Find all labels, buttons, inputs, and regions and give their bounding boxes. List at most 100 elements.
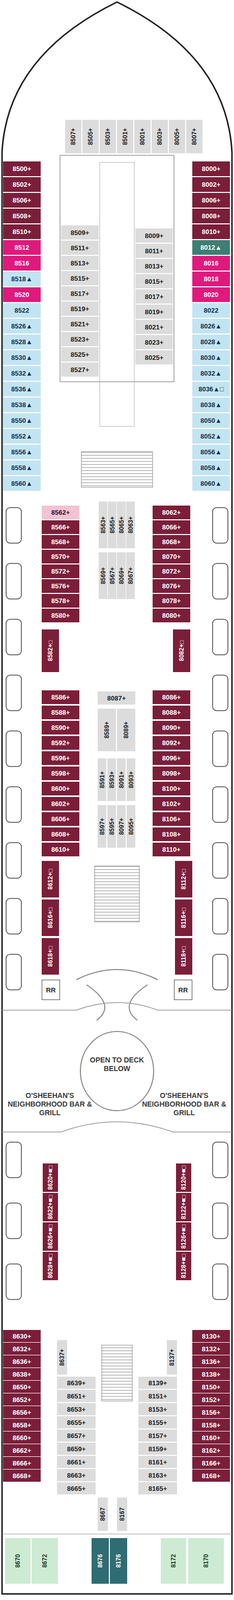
cabin-number: 8068+ (162, 539, 182, 547)
cabin-box: 8100+ (152, 783, 191, 798)
cabin-box: 8523+ (61, 332, 99, 347)
cabin-box: 8163+ (138, 1472, 178, 1485)
cabin-number: 8608+ (51, 832, 71, 840)
cabin-box: 8588+ (41, 707, 80, 721)
cabin-number: 8558▲ (11, 465, 33, 473)
cabin-box: 8176 (109, 1541, 128, 1588)
cabin-number: 8003+ (156, 128, 163, 146)
cabin-box: 8576+ (41, 580, 80, 595)
cabin-box: 8515+ (61, 271, 99, 286)
cabin-box: 8089+ (117, 710, 136, 753)
cabin-number: 8013+ (144, 263, 164, 271)
cabin-number: 8562+ (51, 510, 71, 517)
cabin-number: 8612+□ (47, 870, 54, 892)
cabin-number: 8590+ (51, 725, 71, 733)
cabin-number: 8100+ (162, 786, 182, 794)
cabin-box: 8637+ (56, 1342, 68, 1378)
cabin-box: 8582+□ (41, 630, 60, 674)
cabin-box: 8509+ (61, 225, 99, 241)
cabin-box: 8626+■□ (42, 1224, 58, 1254)
cabin-number: 8137+ (168, 1351, 175, 1369)
cabin-number: 8091+ (118, 772, 125, 791)
cabin-box: 8108+ (152, 829, 191, 843)
cabin-number: 8660+ (12, 1437, 32, 1445)
cabin-number: 8161+ (148, 1461, 168, 1469)
cabin-box: 8562+ (41, 506, 80, 521)
cabin-box: 8558▲ (3, 461, 41, 477)
window (6, 620, 22, 657)
cabin-box: 8038▲ (192, 398, 230, 414)
cabin-number: 8632+ (12, 1348, 32, 1356)
cabin-box: 8505+ (82, 120, 99, 154)
cabin-box: 8106+ (152, 813, 191, 828)
cabin-box: 8522 (3, 303, 41, 319)
cabin-number: 8620+■□ (47, 1167, 54, 1193)
side-windows (6, 508, 228, 1303)
cabin-number: 8159+ (148, 1448, 168, 1456)
cabin-number: 8153+ (148, 1409, 168, 1416)
cabin-box: 8118+□ (174, 940, 193, 977)
cabin-number: 8658+ (12, 1424, 32, 1432)
cabin-box: 8167 (117, 1500, 128, 1535)
cabin-number: 8538▲ (11, 402, 33, 409)
cabin-box: 8667 (97, 1500, 108, 1535)
cabin-box: 8036▲□ (192, 382, 230, 398)
cabin-box: 8596+ (41, 752, 80, 767)
cabin-box: 8013+ (135, 259, 173, 274)
window (212, 620, 228, 657)
cabin-box: 8618+□ (41, 940, 60, 977)
cabin-number: 8007+ (191, 128, 198, 146)
cabin-number: 8009+ (144, 232, 164, 240)
cabin-number: 8606+ (51, 817, 71, 825)
cabin-number: 8028▲ (200, 339, 222, 346)
window (6, 1205, 22, 1242)
cabin-box: 8612+□ (41, 862, 60, 900)
cabin-number: 8097+ (118, 819, 125, 837)
cabin-box: 8632+ (3, 1345, 41, 1358)
restroom-box: RR (173, 981, 193, 1003)
cabin-box: 8500+ (3, 161, 41, 177)
cabin-number: 8108+ (162, 832, 182, 840)
cabin-box: 8136+ (192, 1358, 230, 1371)
cabin-number: 8662+ (12, 1450, 32, 1457)
cabin-number: 8526▲ (11, 323, 33, 331)
cabin-number: 8509+ (70, 229, 90, 237)
cabin-number: 8019+ (144, 309, 164, 316)
cabin-number: 8090+ (162, 725, 182, 733)
cabin-box: 8076+ (152, 580, 191, 595)
window (6, 1144, 22, 1181)
cabin-number: RR (178, 988, 189, 996)
cabin-box: 8630+ (3, 1332, 41, 1345)
cabin-box: 8519+ (61, 302, 99, 317)
cabin-box: 8086+ (152, 691, 191, 706)
cabin-number: 8578+ (51, 598, 71, 606)
cabin-number: 8102+ (162, 802, 182, 809)
cabin-box: 8506+ (3, 193, 41, 209)
cabin-number: 8078+ (162, 598, 182, 606)
cabin-box: 8120+■□ (176, 1165, 192, 1195)
cabin-box: 8666+ (3, 1459, 41, 1473)
staircase (94, 867, 140, 924)
cabin-number: 8163+ (148, 1475, 168, 1482)
cabin-number: 8626+■□ (47, 1226, 54, 1252)
cabin-box: 8153+ (138, 1406, 178, 1419)
cabin-box: 8616+□ (41, 901, 60, 939)
cabin-number: 8010+ (201, 228, 221, 236)
cabin-box: 8006+ (192, 193, 230, 209)
cabin-number: 8521+ (70, 321, 90, 329)
cabin-number: 8025+ (144, 355, 164, 362)
cabin-box: 8000+ (192, 161, 230, 177)
cabin-number: 8072+ (162, 569, 182, 576)
cabin-box: 8090+ (152, 722, 191, 737)
cabin-number: 8128+■□ (180, 1256, 187, 1281)
cabin-box: 8025+ (135, 351, 173, 366)
cabin-box: 8598+ (41, 768, 80, 782)
cabin-box: 8063+ (126, 502, 135, 550)
venue-name: O'SHEEHAN'S NEIGHBORHOOD BAR & GRILL (138, 1093, 230, 1120)
cabin-number: 8065+ (118, 517, 125, 535)
cabin-box: 8511+ (61, 241, 99, 256)
venue-name: O'SHEEHAN'S NEIGHBORHOOD BAR & GRILL (4, 1093, 96, 1120)
cabin-box: 8095+ (126, 806, 136, 850)
cabin-number: 8610+ (51, 847, 71, 855)
